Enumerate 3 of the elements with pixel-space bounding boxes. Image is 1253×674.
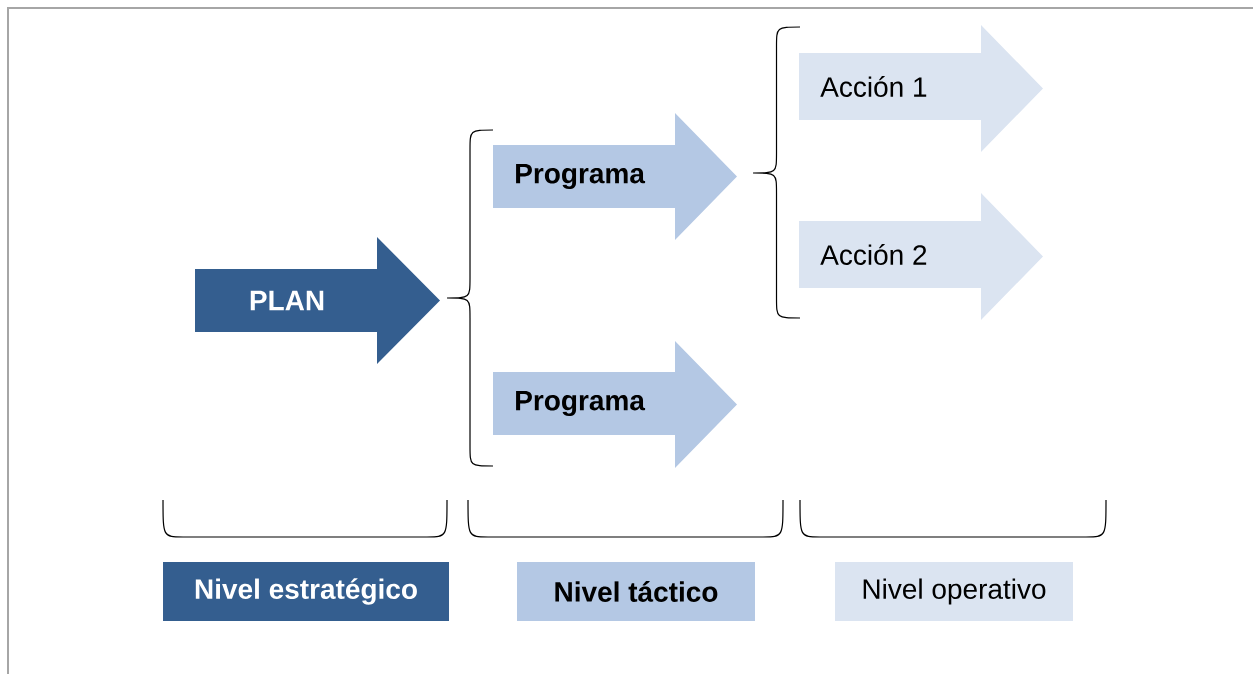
level-box: Nivel operativo <box>835 562 1073 621</box>
level-box: Nivel estratégico <box>163 562 449 621</box>
level-box: Nivel táctico <box>517 562 755 621</box>
